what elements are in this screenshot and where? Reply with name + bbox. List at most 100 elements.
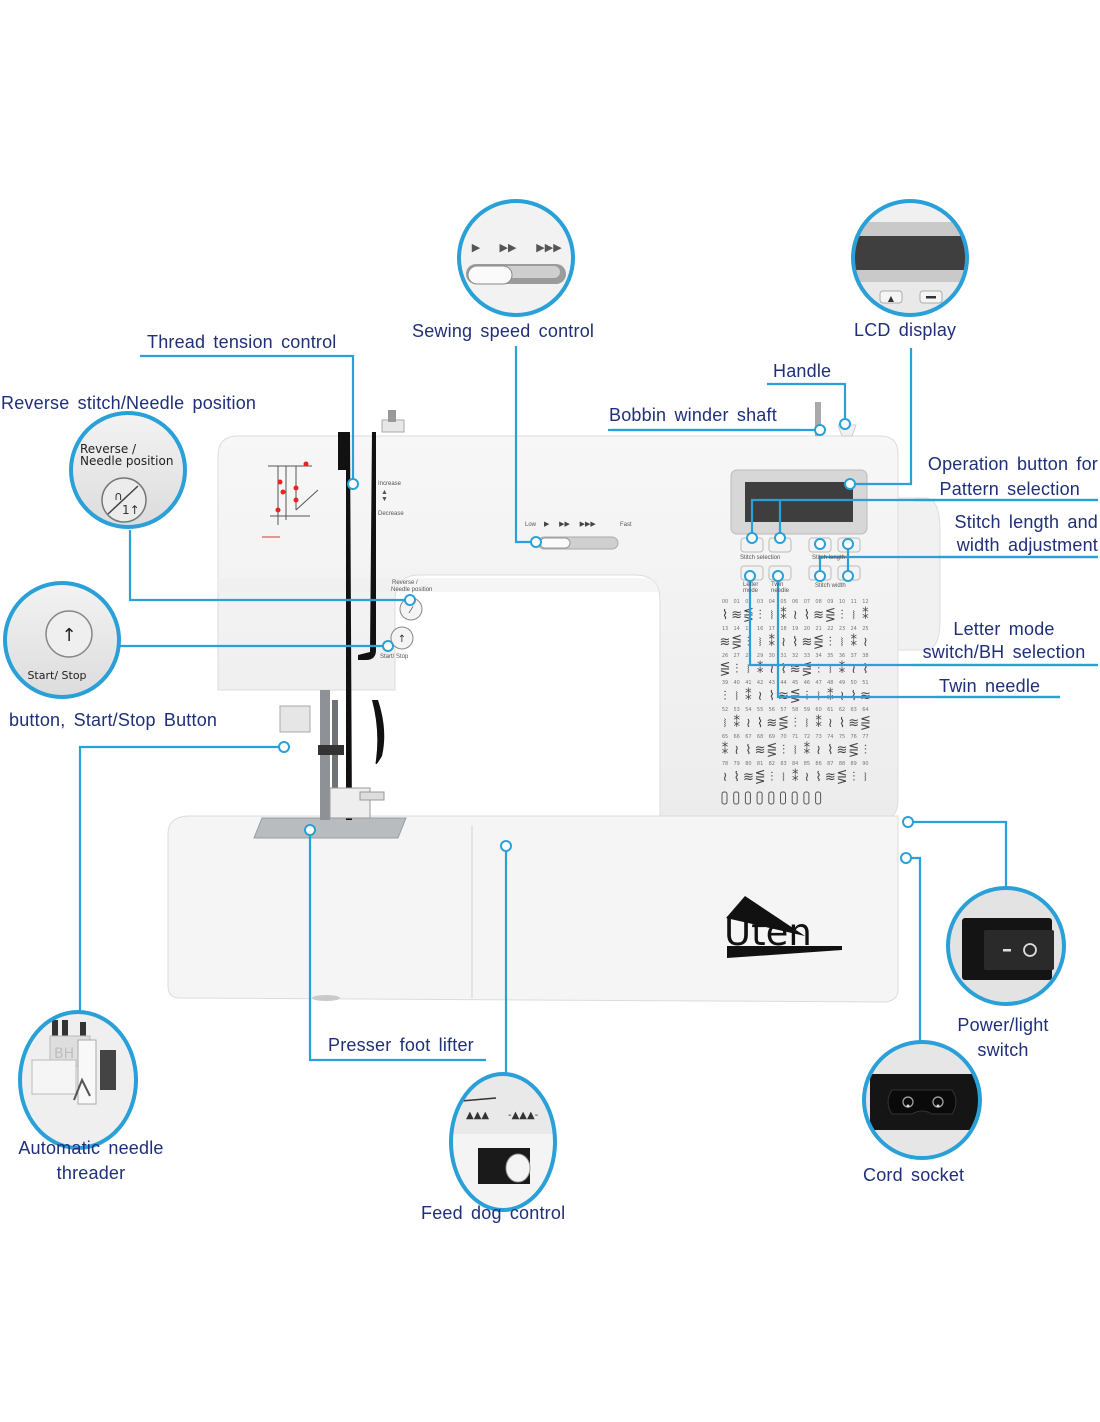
stitch-number: 18 [780, 626, 786, 632]
stitch-glyph: ≀ [828, 716, 833, 731]
stitch-glyph: ≀ [793, 608, 798, 623]
line-sewing-speed [514, 346, 536, 544]
stitch-glyph: ≋ [837, 743, 848, 758]
stitch-number: 55 [757, 707, 763, 713]
stitch-number: 49 [839, 680, 845, 686]
speed-symbol-1: ▶ [472, 241, 481, 254]
stitch-number: 29 [757, 653, 763, 659]
letter-mode-text-1: Letter [743, 582, 759, 588]
label-operation-button: Operation button for Pattern selection [928, 452, 1098, 502]
stitch-number: 01 [734, 599, 740, 605]
stitch-number: 85 [804, 761, 810, 767]
line-cord [906, 856, 922, 1042]
buttonhole-glyph [780, 791, 786, 805]
twin-needle-text-1: Twin [771, 582, 784, 588]
stitch-selection-text: Stitch selection [740, 555, 781, 561]
stitch-glyph: ⋚ [860, 715, 871, 731]
buttonhole-glyph [791, 791, 798, 805]
stitch-length-text: Stitch length [812, 555, 846, 561]
stitch-number: 27 [734, 653, 740, 659]
stitch-number: 25 [862, 626, 868, 632]
stitch-number: 41 [745, 680, 751, 686]
stitch-glyph: ⋚ [755, 769, 766, 785]
stitch-number: 86 [815, 761, 821, 767]
brand-logo: Uten [724, 896, 842, 958]
stitch-glyph: ⫶ [829, 635, 832, 650]
stitch-number: 15 [745, 626, 751, 632]
stitch-number: 83 [780, 761, 786, 767]
stitch-number: 11 [851, 599, 857, 605]
stitch-glyph: ⫶ [864, 743, 867, 758]
stitch-number: 82 [769, 761, 775, 767]
stitch-number: 50 [851, 680, 857, 686]
line-reverse [128, 530, 410, 602]
stitch-glyph: ≋ [731, 608, 742, 623]
stitch-number: 80 [745, 761, 751, 767]
speed-symbol-3: ▶▶▶ [536, 241, 562, 254]
stitch-glyph: ≋ [743, 770, 754, 785]
stitch-glyph: ⋚ [778, 715, 789, 731]
stitch-number: 08 [815, 599, 821, 605]
stitch-glyph: ⌇ [769, 689, 775, 704]
stitch-glyph: ≀ [758, 689, 763, 704]
brand-logo-text: Uten [724, 911, 812, 954]
stitch-glyph: ≋ [755, 743, 766, 758]
letter-mode-text-2: mode [743, 588, 759, 594]
stitch-glyph: ⌇ [780, 662, 786, 677]
stitch-number: 53 [734, 707, 740, 713]
svg-text:▲: ▲ [888, 294, 895, 303]
buttonhole-glyph [768, 791, 775, 805]
svg-text:↑: ↑ [61, 625, 76, 646]
stitch-glyph: ⧘ [770, 608, 773, 623]
stitch-glyph: ≀ [816, 743, 821, 758]
stitch-number: 28 [745, 653, 751, 659]
inset-reverse-label-2: Needle position [80, 454, 173, 468]
stitch-number: 16 [757, 626, 763, 632]
machine-speed-symbols: ▶ ▶▶ ▶▶▶ [544, 521, 596, 528]
stitch-glyph: ⫶ [758, 608, 761, 623]
stitch-glyph: ⁑ [722, 742, 729, 758]
stitch-glyph: ⁑ [745, 688, 752, 704]
stitch-glyph: ⫶ [735, 662, 738, 677]
stitch-number: 43 [769, 680, 775, 686]
stitch-number: 33 [804, 653, 810, 659]
buttonhole-glyph [733, 791, 740, 805]
stitch-glyph: ⌇ [792, 635, 798, 650]
label-operation-button-line-1: Operation button for [927, 454, 1098, 474]
threading-diagram [262, 461, 319, 538]
stitch-number: 13 [722, 626, 728, 632]
label-bobbin-winder: Bobbin winder shaft [609, 405, 777, 425]
label-stitch-length-width: Stitch length and width adjustment [955, 511, 1099, 557]
line-presser [308, 830, 486, 1062]
stitch-number: 74 [827, 734, 833, 740]
line-threader [78, 745, 284, 1012]
stitch-number: 79 [734, 761, 740, 767]
stitch-number: 42 [757, 680, 763, 686]
stitch-number: 06 [792, 599, 798, 605]
sewing-machine: ⁄ ↑ 00⌇01≋02⋚03⫶04⧘05⁑06≀07⌇08≋09⋚10⫶11⧘… [167, 402, 941, 1003]
stitch-glyph: ≀ [769, 662, 774, 677]
inset-lcd-display: ▲ [851, 199, 969, 317]
stitch-glyph: ⌇ [734, 770, 740, 785]
label-handle: Handle [773, 361, 832, 381]
stitch-glyph: ⧘ [782, 770, 785, 785]
stitch-glyph: ≀ [723, 770, 728, 785]
stitch-number: 84 [792, 761, 798, 767]
inset-feed-mark-down: -▲▲▲- [508, 1110, 539, 1121]
stitch-number: 31 [780, 653, 786, 659]
stitch-number: 35 [827, 653, 833, 659]
inset-cord-socket [862, 1040, 982, 1160]
machine-start-button [390, 626, 414, 650]
machine-upper-arm [217, 435, 899, 821]
stitch-number: 54 [745, 707, 751, 713]
stitch-glyph: ≋ [848, 716, 859, 731]
stitch-number: 46 [804, 680, 810, 686]
stitch-glyph: ⋚ [813, 634, 824, 650]
stitch-glyph: ≀ [804, 770, 809, 785]
stitch-glyph: ≋ [801, 635, 812, 650]
stitch-number: 00 [722, 599, 728, 605]
stitch-number: 07 [804, 599, 810, 605]
stitch-number: 88 [839, 761, 845, 767]
stitch-number: 68 [757, 734, 763, 740]
stitch-glyph: ⧘ [794, 743, 797, 758]
